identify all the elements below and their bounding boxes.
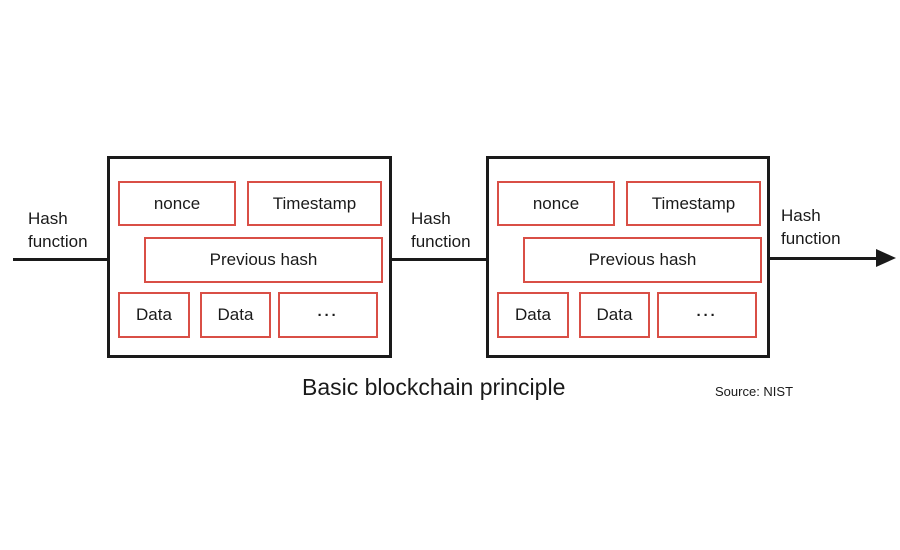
blockchain-block-1: nonce Timestamp Previous hash Data Data … xyxy=(107,156,392,358)
data-field-2: Data xyxy=(579,292,650,338)
diagram-title: Basic blockchain principle xyxy=(302,374,566,400)
previous-hash-field: Previous hash xyxy=(523,237,762,283)
hash-function-label-line1: Hash xyxy=(28,209,68,228)
data-field-1: Data xyxy=(118,292,190,338)
hash-arrow-head-icon xyxy=(876,249,896,267)
data-ellipsis-field: ··· xyxy=(278,292,378,338)
nonce-field: nonce xyxy=(118,181,236,226)
hash-function-label-line2: function xyxy=(781,229,841,248)
previous-hash-field: Previous hash xyxy=(144,237,383,283)
hash-arrow-line-left xyxy=(13,258,128,261)
hash-function-label-right: Hash function xyxy=(781,204,841,250)
data-field-1: Data xyxy=(497,292,569,338)
hash-arrow-line-middle xyxy=(392,258,504,261)
nonce-field: nonce xyxy=(497,181,615,226)
source-note: Source: NIST xyxy=(715,384,794,399)
hash-function-label-left: Hash function xyxy=(28,207,88,253)
timestamp-field: Timestamp xyxy=(626,181,761,226)
hash-function-label-line1: Hash xyxy=(781,206,821,225)
blockchain-block-2: nonce Timestamp Previous hash Data Data … xyxy=(486,156,770,358)
data-ellipsis-field: ··· xyxy=(657,292,757,338)
timestamp-field: Timestamp xyxy=(247,181,382,226)
hash-function-label-line2: function xyxy=(28,232,88,251)
data-field-2: Data xyxy=(200,292,271,338)
hash-function-label-middle: Hash function xyxy=(411,207,471,253)
hash-function-label-line2: function xyxy=(411,232,471,251)
hash-arrow-line-right xyxy=(770,257,878,260)
hash-function-label-line1: Hash xyxy=(411,209,451,228)
